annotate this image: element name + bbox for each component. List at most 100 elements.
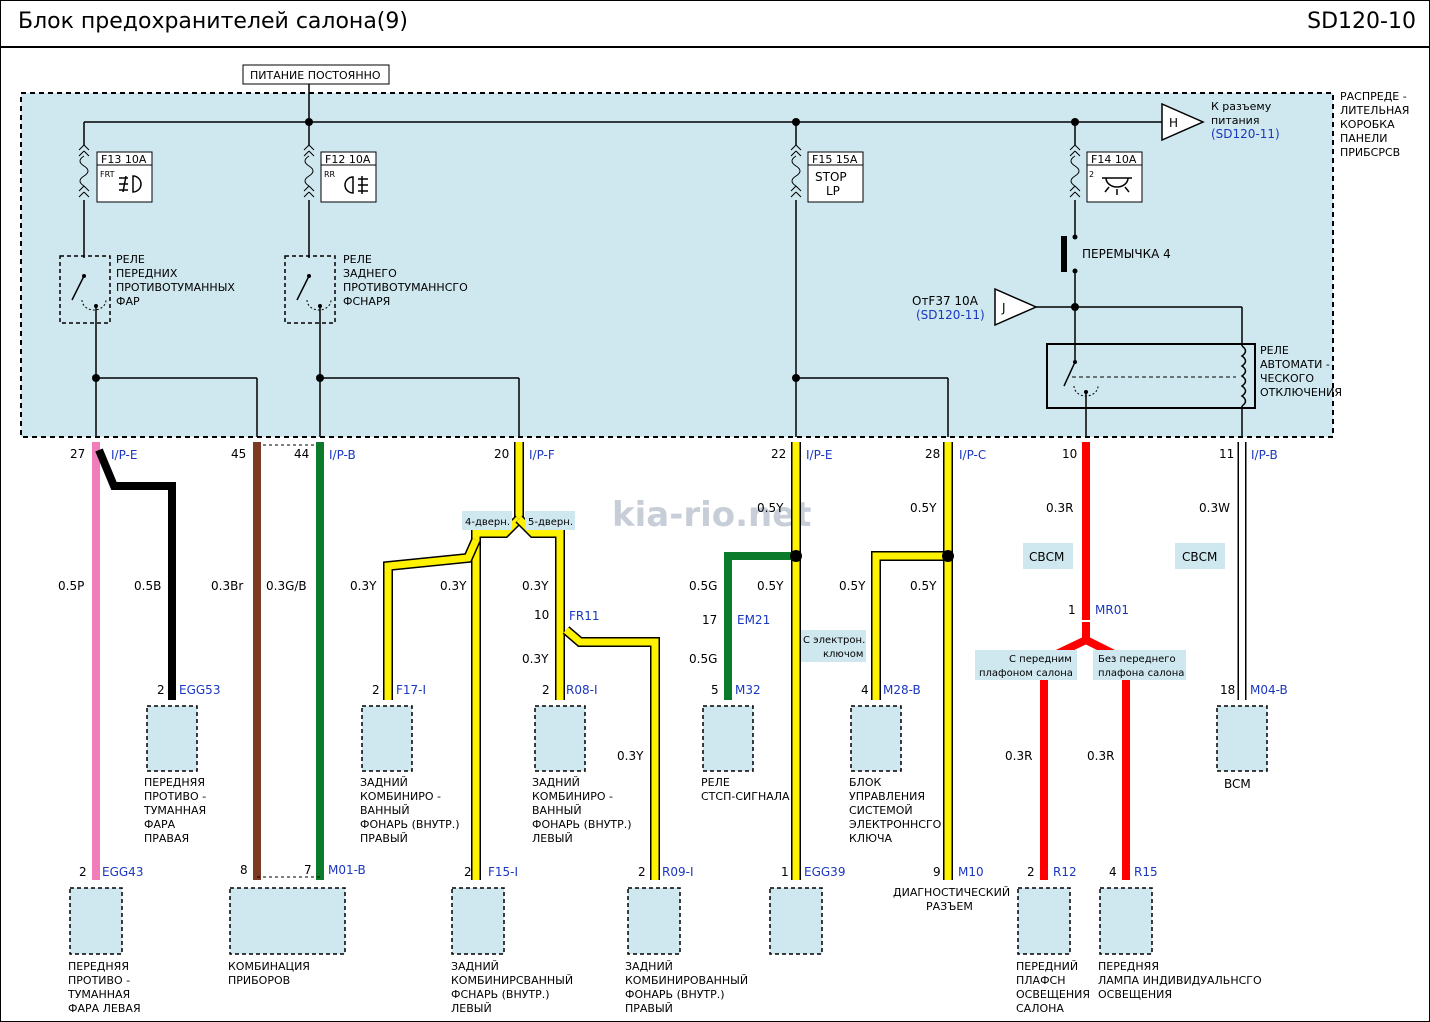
component-r09-id: R09-I <box>662 865 693 879</box>
diagram-header: Блок предохранителей салона(9) SD120-10 <box>0 0 1430 48</box>
junction-box-label-4: ПАНЕЛИ <box>1340 132 1388 145</box>
component-egg53-pin: 2 <box>157 683 165 697</box>
component-m32: 5 M32 РЕЛЕ СТСП-СИГНАЛА <box>701 683 790 803</box>
component-m04-label: BCM <box>1224 777 1251 791</box>
option-without-lamp-2: плафона салона <box>1098 668 1184 679</box>
component-r09-label: ПРАВЫЙ <box>625 1002 673 1015</box>
splice-em21-id: EM21 <box>737 613 770 627</box>
component-r12-label: ПЕРЕДНИЙ <box>1016 960 1078 973</box>
relay-auto-off-label-4: ОТКЛЮЧЕНИЯ <box>1260 386 1342 399</box>
wire-label-05y-c: 0.5Y <box>910 501 937 515</box>
component-m01-label: ПРИБОРОВ <box>228 974 290 987</box>
pin-11: 11 <box>1219 447 1234 461</box>
component-egg53-id: EGG53 <box>179 683 220 697</box>
component-m04-id: M04-B <box>1250 683 1288 697</box>
wire-label-05y-e: 0.5Y <box>839 579 866 593</box>
relay-auto-off-label-3: ЧЕСКОГО <box>1260 372 1314 385</box>
component-egg53-label: ПРОТИВО - <box>144 790 206 803</box>
option-sbcm-b: СВСМ <box>1182 550 1217 564</box>
component-m32-pin: 5 <box>711 683 719 697</box>
component-r12-id: R12 <box>1053 865 1077 879</box>
component-f17-label: ВАННЫЙ <box>360 804 410 817</box>
splice-fr11-pin: 10 <box>534 608 549 622</box>
component-r09-label: ФОНАРЬ (ВНУТР.) <box>625 988 725 1001</box>
connector-j: J ОтF37 10A (SD120-11) <box>912 287 1038 327</box>
wire-label-03y-e: 0.3Y <box>617 749 644 763</box>
component-m04-pin: 18 <box>1220 683 1235 697</box>
component-f15-label: КОМБИНИРСВАННЫЙ <box>451 974 573 987</box>
component-r15-label: ОСВЕЩЕНИЯ <box>1098 988 1172 1001</box>
fuse-f12-sub: RR <box>324 170 336 179</box>
component-m32-id: M32 <box>735 683 761 697</box>
wire-black <box>95 448 176 700</box>
component-m10-pin: 9 <box>933 865 941 879</box>
component-r08-pin: 2 <box>542 683 550 697</box>
splice-fr11-id: FR11 <box>569 609 600 623</box>
component-egg43-label: ТУМАННАЯ <box>67 988 130 1001</box>
wire-label-03w: 0.3W <box>1199 501 1230 515</box>
component-egg53-label: ФАРА <box>144 818 176 831</box>
wire-label-03gb: 0.3G/B <box>266 579 307 593</box>
connector-h-letter: H <box>1169 116 1178 130</box>
component-r08-label: ВАННЫЙ <box>532 804 582 817</box>
connector-ip-c: I/P-C <box>959 448 986 462</box>
splice-em21-pin: 17 <box>702 613 717 627</box>
wire-label-03r-a: 0.3R <box>1046 501 1073 515</box>
component-r09-label: ЗАДНИЙ <box>625 960 673 973</box>
relay-front-fog: РЕЛЕ ПЕРЕДНИХ ПРОТИВОТУМАННЫХ ФАР <box>59 253 235 437</box>
wire-label-05g-b: 0.5G <box>689 652 717 666</box>
wire-label-05g-a: 0.5G <box>689 579 717 593</box>
junction-box <box>20 92 1334 438</box>
connector-ip-f: I/P-F <box>529 448 555 462</box>
wire-label-05y-b: 0.5Y <box>757 579 784 593</box>
fuse-f15-id: F15 15A <box>812 153 858 166</box>
fuse-f12-id: F12 10A <box>325 153 371 166</box>
wire-label-05p: 0.5P <box>58 579 84 593</box>
connector-h-ref: (SD120-11) <box>1211 127 1280 141</box>
watermark: kia-rio.net <box>612 495 812 535</box>
relay-rear-fog: РЕЛЕ ЗАДНЕГО ПРОТИВОТУМАННСГО ФСНАРЯ <box>284 253 468 437</box>
wire-label-05y-d: 0.5Y <box>910 579 937 593</box>
component-f17-label: ПРАВЫЙ <box>360 832 408 845</box>
connector-j-text: ОтF37 10A <box>912 294 979 308</box>
component-egg53-label: ПЕРЕДНЯЯ <box>144 776 205 789</box>
jumper-label: ПЕРЕМЫЧКА 4 <box>1082 247 1171 261</box>
relay-rear-fog-label-4: ФСНАРЯ <box>343 295 390 308</box>
splice-mr01-pin: 1 <box>1068 603 1076 617</box>
component-egg43-label: ФАРА ЛЕВАЯ <box>68 1002 141 1015</box>
connector-h-text-2: питания <box>1211 114 1259 127</box>
relay-auto-off: РЕЛЕ АВТОМАТИ - ЧЕСКОГО ОТКЛЮЧЕНИЯ <box>1046 343 1342 437</box>
component-r09-pin: 2 <box>638 865 646 879</box>
option-sbcm-a: СВСМ <box>1029 550 1064 564</box>
component-egg39-id: EGG39 <box>804 865 845 879</box>
fuse-f15-label-2: LP <box>826 184 840 198</box>
component-r15-label: ЛАМПА ИНДИВИДУАЛЬНСГО <box>1098 974 1262 987</box>
fuse-f13-sub: FRT <box>100 170 115 179</box>
connector-ip-b-2: I/P-B <box>1251 448 1278 462</box>
component-m10-id: M10 <box>958 865 984 879</box>
component-m28-pin: 4 <box>861 683 869 697</box>
component-r09: 2 R09-I ЗАДНИЙ КОМБИНИРОВАННЫЙ ФОНАРЬ (В… <box>625 865 748 1015</box>
component-r08-label: КОМБИНИРО - <box>532 790 613 803</box>
wire-label-03br: 0.3Br <box>211 579 243 593</box>
component-f17-label: ЗАДНИЙ <box>360 776 408 789</box>
component-m01: 8 7 M01-B КОМБИНАЦИЯ ПРИБОРОВ <box>228 863 366 987</box>
constant-power-label: ПИТАНИЕ ПОСТОЯННО <box>250 69 381 82</box>
pin-28: 28 <box>925 447 940 461</box>
component-f17-id: F17-I <box>396 683 426 697</box>
component-egg39: 1 EGG39 <box>769 865 845 955</box>
component-f17: 2 F17-I ЗАДНИЙ КОМБИНИРО - ВАННЫЙ ФОНАРЬ… <box>360 683 460 845</box>
relay-rear-fog-label-2: ЗАДНЕГО <box>343 267 397 280</box>
connector-j-letter: J <box>1001 301 1006 315</box>
connector-h: H К разъему питания (SD120-11) <box>1161 100 1280 142</box>
component-m28-label: ЭЛЕКТРОННСГО <box>849 818 942 831</box>
component-r08: 2 R08-I ЗАДНИЙ КОМБИНИРО - ВАННЫЙ ФОНАРЬ… <box>532 683 632 845</box>
pin-45: 45 <box>231 447 246 461</box>
option-5-door-box <box>525 511 575 530</box>
component-r12-label: ОСВЕЩЕНИЯ <box>1016 988 1090 1001</box>
component-m01-pin7: 7 <box>304 863 312 877</box>
component-f15-label: ЗАДНИЙ <box>451 960 499 973</box>
diagram-title: Блок предохранителей салона(9) <box>18 9 408 34</box>
pin-27: 27 <box>70 447 85 461</box>
